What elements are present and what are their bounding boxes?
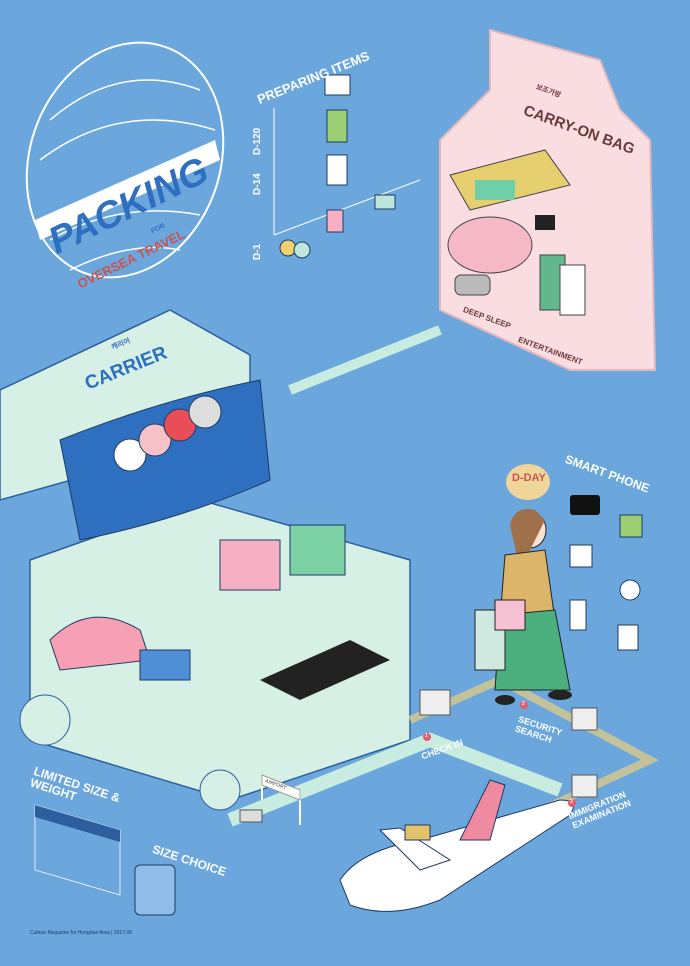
map-icon	[619, 514, 643, 538]
taxi-icon	[239, 809, 263, 823]
currency-exchange-icon	[279, 239, 297, 257]
step-d120: D-120	[252, 127, 263, 155]
size-weight-table	[34, 804, 121, 896]
dday-badge	[506, 464, 550, 500]
check-in-counter	[419, 689, 451, 716]
airplane	[339, 779, 574, 912]
packing-logo	[25, 41, 225, 279]
translate-icon	[619, 579, 641, 601]
footer-credits: Culture Magazine for Hongdae Area | 2017…	[30, 930, 132, 936]
step-3-number: 3	[570, 799, 573, 805]
dday-label: D-DAY	[512, 472, 546, 484]
document-scan-icon	[617, 624, 639, 651]
car-rental-icon	[374, 194, 396, 210]
step-d14: D-14	[252, 173, 263, 195]
document-icon	[326, 154, 348, 186]
size-suitcase-icon	[134, 864, 176, 916]
immigration-desk	[571, 774, 598, 798]
passport-icon	[326, 109, 348, 143]
step-2-number: 2	[522, 701, 525, 707]
step-1-number: 1	[425, 733, 428, 739]
wifi-router-icon	[570, 495, 600, 515]
airport-sign	[261, 774, 301, 801]
carry-on-bag	[439, 28, 657, 371]
phone-icon	[569, 599, 587, 631]
sim-card-icon	[569, 544, 593, 568]
carrier-suitcase	[0, 309, 411, 811]
ticket-icon	[324, 74, 351, 96]
traveler-woman	[474, 509, 572, 705]
step-d1: D-1	[252, 243, 263, 260]
luggage-icon	[326, 209, 344, 233]
security-scanner	[571, 707, 598, 731]
